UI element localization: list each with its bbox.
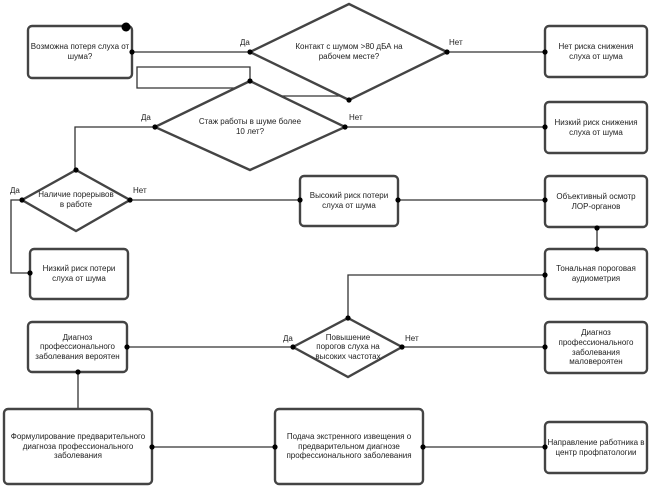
- node-low-risk-decrease-label: Низкий риск снижения слуха от шума: [554, 117, 638, 137]
- connector-dot: [73, 167, 79, 173]
- node-formulate-label: Формулирование предварительного диагноза…: [10, 432, 146, 461]
- edge-label-breaks-yes: Да: [10, 186, 20, 195]
- node-experience-label: Стаж работы в шуме более 10 лет?: [198, 117, 302, 136]
- connector-dot: [149, 444, 155, 450]
- connector-dot: [345, 315, 351, 321]
- node-contact-label: Контакт с шумом >80 дБА на рабочем месте…: [295, 42, 403, 61]
- connector-dot: [247, 49, 253, 55]
- node-breaks-label: Наличие порерывов в работе: [38, 190, 114, 209]
- edge-audiometry-increase: [347, 274, 545, 318]
- connector-dot: [594, 246, 600, 252]
- connector-dot: [272, 444, 278, 450]
- node-audiometry-label: Тональная пороговая аудиометрия: [556, 264, 636, 283]
- node-low-risk-loss-label: Низкий риск потери слуха от шума: [42, 264, 116, 283]
- connector-dot: [342, 124, 348, 130]
- edge-label-breaks-no: Нет: [133, 186, 147, 195]
- edge-label-experience-no: Нет: [349, 113, 363, 122]
- node-no-risk-label: Нет риска снижения слуха от шума: [558, 41, 634, 61]
- edge-label-contact-no: Нет: [449, 38, 463, 47]
- connector-dot: [127, 197, 133, 203]
- start-marker-dot: [121, 22, 131, 32]
- edge-contact-yes: [136, 66, 350, 97]
- connector-dot: [542, 344, 548, 350]
- connector-dot: [395, 197, 401, 203]
- connector-dots: [19, 49, 600, 450]
- node-diag-likely-label: Диагноз профессионального заболевания ве…: [35, 332, 120, 361]
- node-start-label: Возможна потеря слуха от шума?: [30, 42, 130, 61]
- connector-dot: [444, 49, 450, 55]
- connector-dot: [129, 49, 135, 55]
- connector-dot: [247, 78, 253, 84]
- connector-dot: [542, 197, 548, 203]
- connector-dot: [124, 344, 130, 350]
- edge-label-increase-no: Нет: [405, 334, 419, 343]
- edge-breaks-yes: [10, 199, 30, 274]
- connector-dot: [346, 97, 352, 103]
- edge-label-contact-yes: Да: [240, 38, 250, 47]
- node-high-risk-label: Высокий риск потери слуха от шума: [309, 191, 389, 210]
- node-notice-label: Подача экстренного извещения о предварит…: [286, 432, 412, 461]
- node-ent-exam-label: Объективный осмотр ЛОР-органов: [556, 191, 636, 211]
- node-threshold-increase-label: Повышение порогов слуха на высоких часто…: [315, 332, 381, 361]
- connector-dot: [27, 270, 33, 276]
- connector-dot: [399, 344, 405, 350]
- connector-dot: [542, 49, 548, 55]
- connector-dot: [542, 124, 548, 130]
- edge-label-experience-yes: Да: [141, 113, 151, 122]
- connector-dot: [594, 225, 600, 231]
- node-referral-label: Направление работника в центр профпатоло…: [547, 437, 645, 457]
- decision-breaks: [19, 168, 133, 233]
- edge-label-increase-yes: Да: [283, 334, 293, 343]
- connector-dot: [152, 124, 158, 130]
- decision-experience: [152, 79, 348, 172]
- connector-dot: [420, 444, 426, 450]
- node-diag-unlikely-label: Диагноз профессионального заболевания ма…: [558, 328, 634, 367]
- decision-threshold-increase: [290, 316, 405, 379]
- connector-dot: [290, 344, 296, 350]
- connector-dot: [542, 272, 548, 278]
- connector-dot: [19, 197, 25, 203]
- connector-dot: [297, 197, 303, 203]
- connector-dot: [75, 369, 81, 375]
- edge-experience-yes: [74, 126, 155, 170]
- connector-dot: [542, 444, 548, 450]
